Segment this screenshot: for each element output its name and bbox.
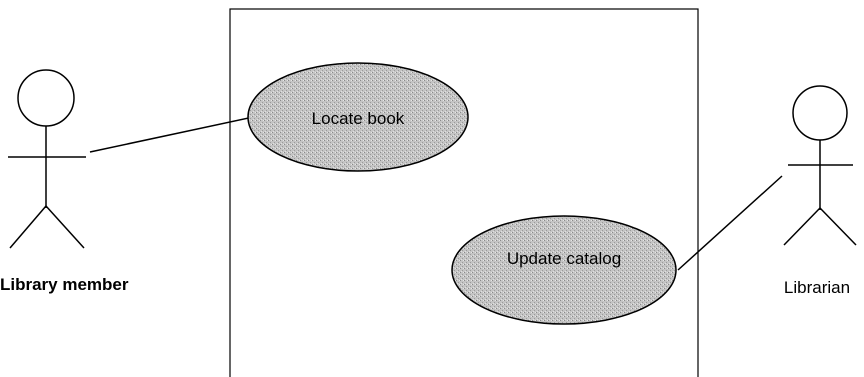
actor-right-leg <box>819 207 857 246</box>
system-boundary <box>229 8 699 377</box>
use-case-update-catalog <box>451 215 677 325</box>
actor-head <box>792 85 848 141</box>
association-update-catalog <box>677 175 783 271</box>
actor-label-library-member: Library member <box>0 275 129 294</box>
actor-left-leg <box>9 205 47 249</box>
association-locate-book <box>89 115 259 153</box>
use-case-locate-book <box>247 62 469 172</box>
use-case-label-locate-book: Locate book <box>311 109 405 128</box>
actor-right-leg <box>45 205 85 249</box>
actor-librarian <box>783 85 857 246</box>
actor-library-member <box>8 69 86 249</box>
actor-label-librarian: Librarian <box>783 278 851 297</box>
actor-left-leg <box>783 207 821 246</box>
actor-head <box>17 69 75 127</box>
use-case-label-update-catalog: Update catalog <box>506 249 622 268</box>
